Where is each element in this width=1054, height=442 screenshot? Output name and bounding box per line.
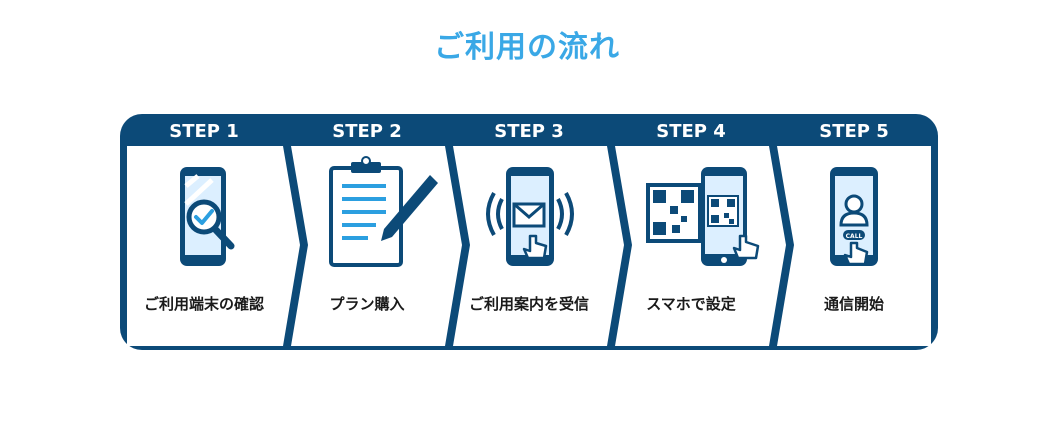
phone-magnifier-check-icon [180, 167, 235, 266]
step-1-caption: ご利用端末の確認 [144, 295, 264, 313]
step-3-caption: ご利用案内を受信 [469, 295, 589, 313]
call-badge [843, 230, 865, 240]
step-4-label: STEP 4 [656, 121, 726, 142]
phone-call-user-icon: CALL [830, 167, 878, 266]
step-1-label: STEP 1 [169, 121, 239, 142]
step-3-label: STEP 3 [494, 121, 564, 142]
page-title: ご利用の流れ [434, 30, 620, 65]
step-2-label: STEP 2 [332, 121, 402, 142]
step-5-label: STEP 5 [819, 121, 889, 142]
step-4-caption: スマホで設定 [646, 295, 736, 313]
step-5-caption: 通信開始 [824, 295, 884, 313]
phone-mail-tap-icon [486, 167, 574, 266]
phone-qr-scan-icon [646, 167, 760, 266]
call-badge-label: CALL [846, 233, 863, 240]
step-2-caption: プラン購入 [329, 295, 404, 313]
clipboard-pen-icon [329, 156, 438, 267]
